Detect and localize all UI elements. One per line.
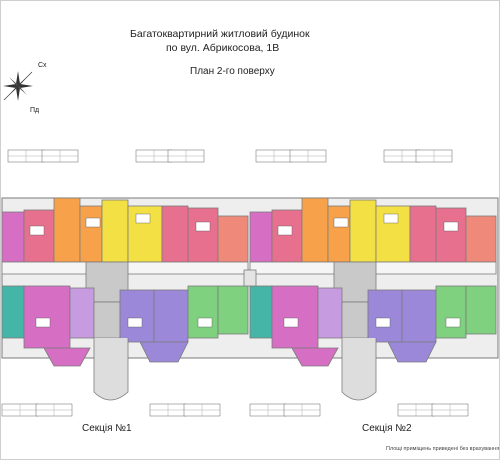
section-1-tag-4 [195, 221, 211, 232]
section-1-tag-3 [135, 213, 151, 224]
apartment-layout [1, 149, 499, 417]
section-2-room-h [435, 207, 467, 263]
section-1-room-g [161, 205, 189, 263]
section-2-tag-1 [277, 225, 293, 236]
section-1-tag-5 [35, 317, 51, 328]
plan-title-line2: по вул. Абрикосова, 1В [166, 42, 280, 54]
section-2-room-k [271, 285, 319, 349]
section-2-tag-2 [333, 217, 349, 228]
section-1-room-n [153, 289, 189, 343]
section-2-tag-6 [375, 317, 391, 328]
section-1-room-o [187, 285, 219, 339]
section-2-room-e [349, 199, 377, 263]
section-2-room-j [249, 285, 273, 339]
plan-title-line1: Багатоквартирний житловий будинок [130, 28, 310, 40]
section-1-tag-2 [85, 217, 101, 228]
section-2-room-g [409, 205, 437, 263]
footnote: Площі приміщень приведені без врахування [386, 446, 500, 452]
section-1-room-m [119, 289, 155, 343]
section-1-room-l [69, 287, 95, 339]
compass-label-east: Сх [38, 62, 47, 69]
section-1-bay-left [43, 347, 91, 367]
section-2-room-n [401, 289, 437, 343]
section-2-tag-7 [445, 317, 461, 328]
section-2-tag-5 [283, 317, 299, 328]
compass-label-south: Пд [30, 107, 40, 114]
plan-subtitle: План 2-го поверху [190, 66, 275, 77]
section-1-label: Секція №1 [82, 423, 132, 434]
section-1-tag-1 [29, 225, 45, 236]
section-2-room-o [435, 285, 467, 339]
section-1-room-i [217, 215, 249, 263]
section-2-label: Секція №2 [362, 423, 412, 434]
section-2-room-a [249, 211, 273, 263]
section-2-room-l [317, 287, 343, 339]
compass-icon [3, 71, 33, 101]
section-1-room-b [23, 209, 55, 263]
section-2-room-m [367, 289, 403, 343]
section-1-bay-right [139, 341, 189, 363]
section-joint [243, 269, 257, 287]
section-1-entrance-porch [93, 338, 129, 401]
section-1-stair-lower [93, 301, 121, 339]
section-1-room-d [79, 205, 103, 263]
section-1-room-k [23, 285, 71, 349]
section-1-room-a [1, 211, 25, 263]
section-2-room-p [465, 285, 497, 335]
section-2-room-b [271, 209, 303, 263]
section-2-bay-right [387, 341, 437, 363]
section-2-room-c [301, 197, 329, 263]
section-2-bay-left [291, 347, 339, 367]
section-1-room-e [101, 199, 129, 263]
section-2-room-i [465, 215, 497, 263]
section-1-room-c [53, 197, 81, 263]
section-2-tag-4 [443, 221, 459, 232]
section-1-room-p [217, 285, 249, 335]
section-1-tag-6 [127, 317, 143, 328]
section-1-room-j [1, 285, 25, 339]
section-2-stair-lower [341, 301, 369, 339]
section-1-tag-7 [197, 317, 213, 328]
section-2-entrance-porch [341, 338, 377, 401]
section-1-room-h [187, 207, 219, 263]
section-2-tag-3 [383, 213, 399, 224]
section-2-room-d [327, 205, 351, 263]
